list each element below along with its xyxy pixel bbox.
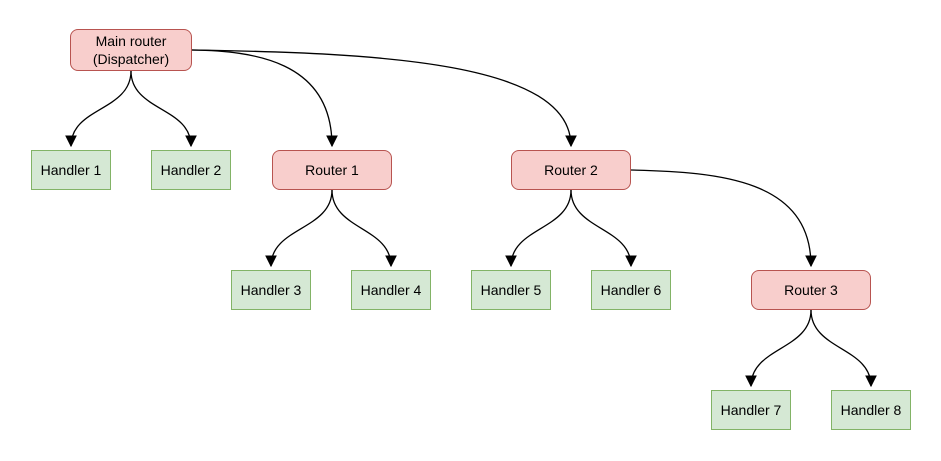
node-main-router: Main router (Dispatcher)	[70, 29, 192, 71]
node-handler-8-label: Handler 8	[840, 402, 902, 418]
edge-router-1-to-handler-3	[265, 189, 333, 268]
edge-main-router-to-router-1	[191, 49, 338, 148]
node-handler-1-label: Handler 1	[40, 162, 102, 178]
node-handler-7-label: Handler 7	[720, 402, 782, 418]
node-router-2-label: Router 2	[544, 162, 598, 178]
node-handler-6: Handler 6	[591, 270, 671, 310]
node-handler-2: Handler 2	[151, 150, 231, 190]
node-handler-4-label: Handler 4	[360, 282, 422, 298]
node-handler-2-label: Handler 2	[160, 162, 222, 178]
edge-router-2-to-handler-6	[570, 189, 637, 268]
node-handler-7: Handler 7	[711, 390, 791, 430]
edge-router-3-to-handler-8	[810, 309, 877, 388]
edge-main-router-to-handler-2	[130, 70, 197, 148]
edge-router-2-to-handler-5	[505, 189, 572, 268]
node-handler-3: Handler 3	[231, 270, 311, 310]
node-handler-6-label: Handler 6	[600, 282, 662, 298]
node-handler-5-label: Handler 5	[480, 282, 542, 298]
node-handler-1: Handler 1	[31, 150, 111, 190]
node-handler-5: Handler 5	[471, 270, 551, 310]
edge-main-router-to-handler-1	[65, 70, 132, 148]
node-router-3-label: Router 3	[784, 282, 838, 298]
node-main-router-label: Main router (Dispatcher)	[92, 33, 170, 67]
node-handler-3-label: Handler 3	[240, 282, 302, 298]
node-router-1: Router 1	[272, 150, 392, 190]
edge-main-router-to-router-2	[191, 49, 577, 148]
node-router-1-label: Router 1	[305, 162, 359, 178]
edge-router-1-to-handler-4	[331, 189, 397, 268]
node-router-3: Router 3	[751, 270, 871, 310]
node-handler-4: Handler 4	[351, 270, 431, 310]
edge-router-2-to-router-3	[630, 169, 817, 268]
edge-router-3-to-handler-7	[745, 309, 812, 388]
node-handler-8: Handler 8	[831, 390, 911, 430]
node-router-2: Router 2	[511, 150, 631, 190]
